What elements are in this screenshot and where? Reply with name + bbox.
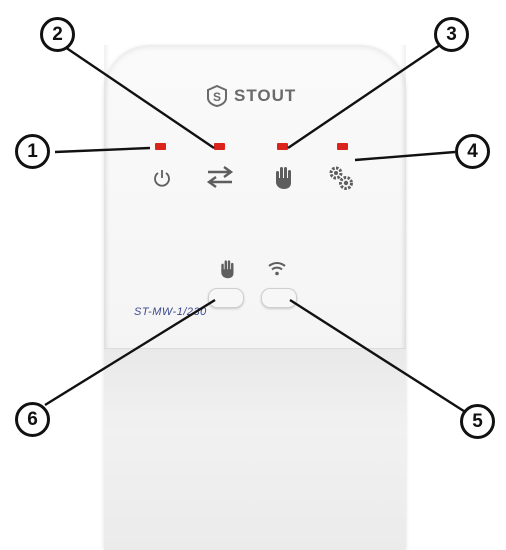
led-manual: [277, 143, 288, 150]
svg-text:S: S: [213, 90, 221, 104]
arrows-exchange-icon: [206, 166, 234, 188]
led-settings: [337, 143, 348, 150]
callout-6: 6: [15, 402, 50, 437]
gears-icon: [329, 166, 353, 190]
led-communication: [214, 143, 225, 150]
s-shield-icon: S: [207, 85, 227, 107]
device-lower-housing: [104, 348, 406, 550]
wifi-icon: [268, 262, 286, 276]
callout-2: 2: [40, 17, 75, 52]
callout-1: 1: [15, 134, 50, 169]
manual-button-hand-icon: [221, 260, 234, 279]
power-icon: [154, 170, 170, 187]
callout-4: 4: [455, 134, 490, 169]
led-power: [155, 143, 166, 150]
callout-3: 3: [434, 17, 469, 52]
brand-name: STOUT: [234, 86, 297, 105]
hand-icon: [276, 167, 291, 189]
brand-logo: S STOUT: [206, 85, 296, 107]
model-label: ST-MW-1/230: [134, 306, 207, 318]
callout-5: 5: [460, 404, 495, 439]
manual-button[interactable]: [208, 288, 244, 308]
wifi-button[interactable]: [261, 288, 297, 308]
